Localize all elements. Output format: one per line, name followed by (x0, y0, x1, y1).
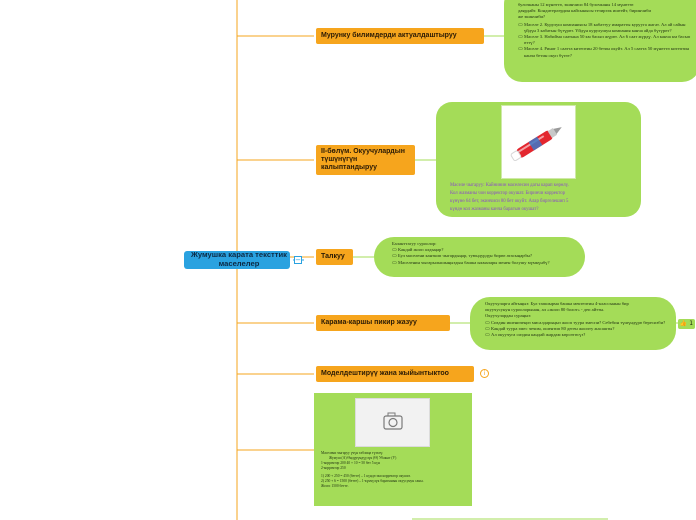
note-bullet: Маселе 4. Ринат 1 саатта китептин 20 бет… (524, 46, 690, 58)
note-bullet: Маселе 3. Набийма саатына 50 км басып жү… (524, 34, 691, 46)
topic-label: Мурунку билимдерди актуалдаштыруу (321, 32, 457, 39)
note-bullet: Кандай туура эмес чечим, ошентип 80 деге… (491, 325, 615, 331)
note-bullet: Сиздин ишеничеңиз мисалдарыңыз жооп туур… (491, 319, 666, 325)
note-bullet: Маселенин чыгарылышыңыздын башка ыкмалар… (398, 259, 550, 265)
note-bullet: Маселе 2. Курулуш компаниясы 18 кабаттуу… (524, 21, 686, 33)
topic-label: Моделдештирүү жана жыйынтыктоо (321, 370, 449, 377)
bullet-icon: ▭ (485, 332, 490, 339)
central-topic-label: Жумушка карата тексттик маселелер (191, 250, 287, 268)
central-topic[interactable]: Жумушка карата тексттик маселелер (184, 251, 290, 269)
model-line: 1-корректор 200 40 + 10 = 50 бет 5 күн (321, 461, 380, 465)
note-task: Маселе чыгаруу: Кайнинин маселесин дагы … (436, 102, 641, 217)
correction-pen-icon (510, 127, 562, 162)
note-line: Баланттагуу суроолор: (392, 241, 437, 246)
collapse-button[interactable]: − (294, 256, 302, 264)
corrector-pen-image (501, 105, 576, 179)
topic-label: Карама-каршы пикир жазуу (321, 319, 417, 326)
note-line: Окуучулардан сураңыз: (485, 313, 532, 319)
note-counter-opinion: Окуучуларга айтыңыз: Бул тапшырма башка … (470, 297, 676, 350)
model-line: 1) 200 + 250 = 450 (бетте) – 1 күндө эки… (321, 474, 411, 478)
task-line: күндө кол жазманы канча барагын окушат? (450, 207, 539, 212)
note-line: даярдайт. Кондитерлердин кайсынысы тезир… (518, 8, 651, 14)
bullet-icon: ▭ (518, 34, 523, 41)
task-line: Кол жазманы чон корректор окушат. Биринч… (450, 191, 565, 196)
topic-label: II-бөлүм. Окуучулардын түшүнүгүн калыпта… (321, 148, 405, 171)
thumbs-up-icon: 👍 (679, 320, 688, 327)
image-placeholder (355, 398, 430, 447)
bullet-icon: ▭ (392, 259, 397, 266)
note-bullet: Ал окуучуга сиздин кандай жардам көрсөтө… (491, 332, 586, 338)
note-bullet: Бул маселени канткип чыгардыңар, туюндур… (398, 253, 533, 259)
model-line: 2-корректор 250 (321, 466, 346, 470)
topic-actualization[interactable]: Мурунку билимдерди актуалдаштыруу (316, 28, 484, 44)
likes-counter[interactable]: 👍 1 (678, 319, 695, 329)
bullet-icon: ▭ (518, 21, 523, 28)
note-model-table: Маселени чыгаруу үчүн таблица түзөлү: Жу… (314, 393, 472, 506)
note-line: окуучусунун суроолорынан, ал «жооп 80 бо… (485, 307, 605, 313)
camera-icon (383, 412, 403, 430)
bullet-icon: ▭ (485, 325, 490, 332)
bullet-icon: ▭ (485, 319, 490, 326)
topic-label: Талкуу (321, 253, 345, 260)
note-line: же экинчиби? (518, 14, 546, 20)
model-line: Жумуш (А) Өндүрүмдүүлүк (Ө) Убакыт (У) (329, 456, 397, 460)
topic-modeling[interactable]: Моделдештирүү жана жыйынтыктоо (316, 366, 474, 382)
model-line: 2) 250 + 6 = 1500 (бетте) – 1-күнчүлүк б… (321, 479, 424, 483)
info-icon[interactable]: i (480, 369, 489, 378)
topic-discussion[interactable]: Талкуу (316, 249, 353, 265)
note-line: Окуучуларга айтыңыз: Бул тапшырма башка … (485, 301, 629, 306)
task-line: күнүнө 64 бет, экинчиси 80 бет окуйт. Ал… (450, 199, 569, 204)
bullet-icon: ▭ (392, 247, 397, 254)
bullet-icon: ▭ (518, 46, 523, 53)
note-discussion: Баланттагуу суроолор: ▭Кандай жооп алдың… (374, 237, 585, 277)
bullet-icon: ▭ (392, 253, 397, 260)
model-line: Маселени чыгаруу үчүн таблица түзөлү: (321, 451, 384, 455)
topic-counter-opinion[interactable]: Карама-каршы пикир жазуу (316, 315, 450, 331)
model-line: Жооп: 1500 бетте. (321, 484, 349, 488)
topic-part-two[interactable]: II-бөлүм. Окуучулардын түшүнүгүн калыпта… (316, 145, 415, 175)
task-line: Маселе чыгаруу: Кайнинин маселесин дагы … (450, 183, 570, 188)
note-bullet: Кандай жооп алдыңар? (398, 247, 444, 253)
note-previous-problems: булочканы 12 мүнөттө, экинчиси 84 булочк… (504, 0, 696, 82)
note-line: булочканы 12 мүнөттө, экинчиси 84 булочк… (518, 2, 634, 7)
likes-count: 1 (689, 320, 694, 327)
